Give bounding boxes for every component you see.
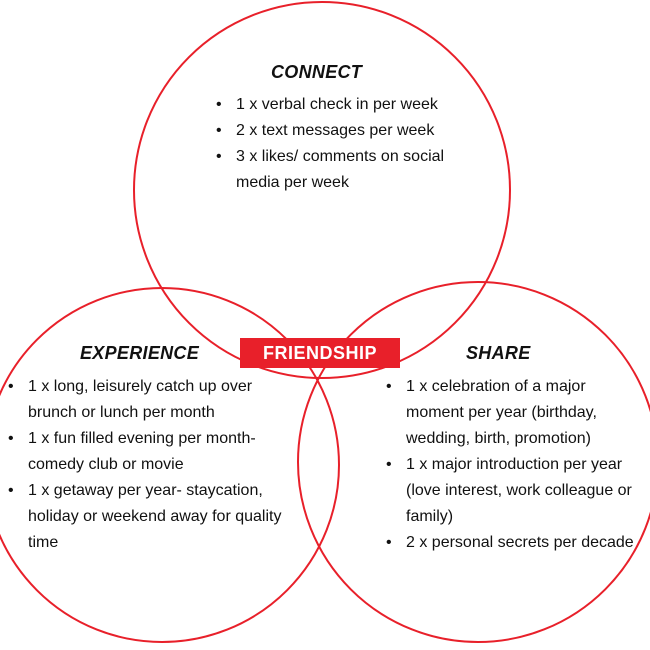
list-item: 1 x fun filled evening per month- comedy… xyxy=(2,426,300,478)
list-item: 1 x getaway per year- staycation, holida… xyxy=(2,478,300,556)
connect-title: CONNECT xyxy=(271,62,363,82)
list-item: 2 x text messages per week xyxy=(210,118,450,144)
list-item: 2 x personal secrets per decade xyxy=(380,530,635,556)
share-list: 1 x celebration of a major moment per ye… xyxy=(380,374,635,556)
experience-title: EXPERIENCE xyxy=(80,343,200,363)
experience-circle xyxy=(0,287,340,643)
friendship-label: FRIENDSHIP xyxy=(240,338,400,368)
experience-list: 1 x long, leisurely catch up over brunch… xyxy=(2,374,300,556)
share-title: SHARE xyxy=(466,343,531,363)
list-item: 3 x likes/ comments on social media per … xyxy=(210,144,450,196)
connect-circle xyxy=(133,1,511,379)
list-item: 1 x major introduction per year (love in… xyxy=(380,452,635,530)
list-item: 1 x long, leisurely catch up over brunch… xyxy=(2,374,300,426)
connect-list: 1 x verbal check in per week 2 x text me… xyxy=(210,92,450,196)
list-item: 1 x celebration of a major moment per ye… xyxy=(380,374,635,452)
list-item: 1 x verbal check in per week xyxy=(210,92,450,118)
